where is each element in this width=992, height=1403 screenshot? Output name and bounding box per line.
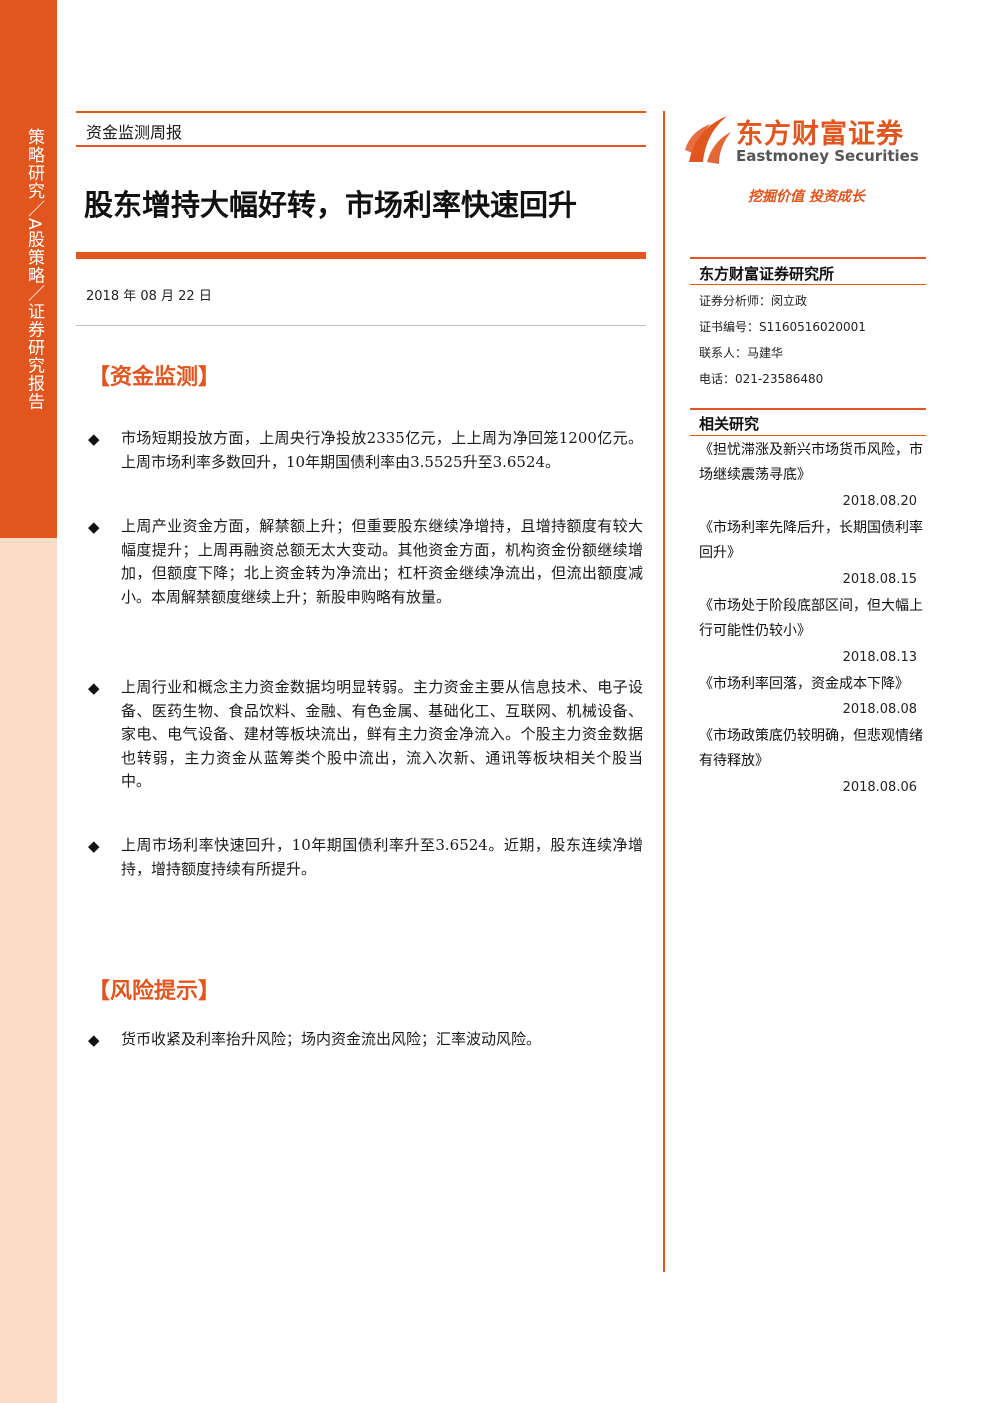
title-rule-thick [76,252,646,259]
brand-name-en: Eastmoney Securities [736,147,919,165]
institute-rule-top [690,257,926,259]
analyst-name: 证券分析师：闵立政 [699,294,808,308]
institute-heading: 东方财富证券研究所 [699,265,835,283]
related-report-date: 2018.08.20 [842,494,917,509]
report-type: 资金监测周报 [86,123,183,142]
phone-number: 电话：021-23586480 [699,372,824,386]
bullet-text: 上周行业和概念主力资金数据均明显转弱。主力资金主要从信息技术、电子设备、医药生物… [121,678,643,790]
brand-slogan: 挖掘价值 投资成长 [748,189,865,205]
date-rule [76,325,646,326]
sidebar-accent-block: 策略研究／A股策略／证券研究报告 [0,0,57,538]
column-divider [663,111,665,1272]
contact-person: 联系人：马建华 [699,346,784,360]
related-rule-top [690,408,926,410]
diamond-bullet-icon: ◆ [88,430,100,448]
related-report-link[interactable]: 《担忧滞涨及新兴市场货币风险，市场继续震荡寻底》 [699,442,923,483]
related-report-date: 2018.08.13 [842,650,917,665]
bullet-text: 上周产业资金方面，解禁额上升；但重要股东继续净增持，且增持额度有较大幅度提升；上… [121,517,643,606]
sidebar-label: 策略研究／A股策略／证券研究报告 [24,128,44,411]
page-title: 股东增持大幅好转，市场利率快速回升 [84,188,578,222]
diamond-bullet-icon: ◆ [88,518,100,536]
bullet-text: 上周市场利率快速回升，10年期国债利率升至3.6524。近期，股东连续净增持，增… [121,836,643,878]
bullet-item: ◆ 上周市场利率快速回升，10年期国债利率升至3.6524。近期，股东连续净增持… [88,834,648,884]
related-report-date: 2018.08.15 [842,572,917,587]
brand-name-cn: 东方财富证券 [736,119,904,150]
diamond-bullet-icon: ◆ [88,1031,100,1049]
bullet-text: 市场短期投放方面，上周央行净投放2335亿元，上上周为净回笼1200亿元。上周市… [121,429,643,471]
bullet-item: ◆ 上周产业资金方面，解禁额上升；但重要股东继续净增持，且增持额度有较大幅度提升… [88,515,648,635]
related-report-link[interactable]: 《市场处于阶段底部区间，但大幅上行可能性仍较小》 [699,598,923,639]
diamond-bullet-icon: ◆ [88,679,100,697]
related-rule-bottom [690,435,926,436]
bullet-item: ◆ 市场短期投放方面，上周央行净投放2335亿元，上上周为净回笼1200亿元。上… [88,427,648,477]
header-rule-mid [76,145,646,147]
related-heading: 相关研究 [699,415,760,433]
risk-bullet-item: ◆ 货币收紧及利率抬升风险；场内资金流出风险；汇率波动风险。 [88,1028,648,1058]
diamond-bullet-icon: ◆ [88,837,100,855]
report-date: 2018 年 08 月 22 日 [86,289,212,304]
section-title-risk: 【风险提示】 [88,979,221,1004]
cert-number: 证书编号：S1160516020001 [699,320,866,334]
related-report-link[interactable]: 《市场政策底仍较明确，但悲观情绪有待释放》 [699,728,923,769]
section-title-monitor: 【资金监测】 [88,365,221,390]
eastmoney-logo-icon [685,116,731,164]
related-report-link[interactable]: 《市场利率回落，资金成本下降》 [699,676,909,692]
bullet-text: 货币收紧及利率抬升风险；场内资金流出风险；汇率波动风险。 [121,1030,542,1048]
left-sidebar: 策略研究／A股策略／证券研究报告 [0,0,57,1403]
bullet-item: ◆ 上周行业和概念主力资金数据均明显转弱。主力资金主要从信息技术、电子设备、医药… [88,676,648,796]
related-report-link[interactable]: 《市场利率先降后升，长期国债利率回升》 [699,520,923,561]
institute-rule-bottom [690,284,926,285]
related-report-date: 2018.08.08 [842,702,917,717]
header-rule-top [76,111,646,113]
related-report-date: 2018.08.06 [842,780,917,795]
